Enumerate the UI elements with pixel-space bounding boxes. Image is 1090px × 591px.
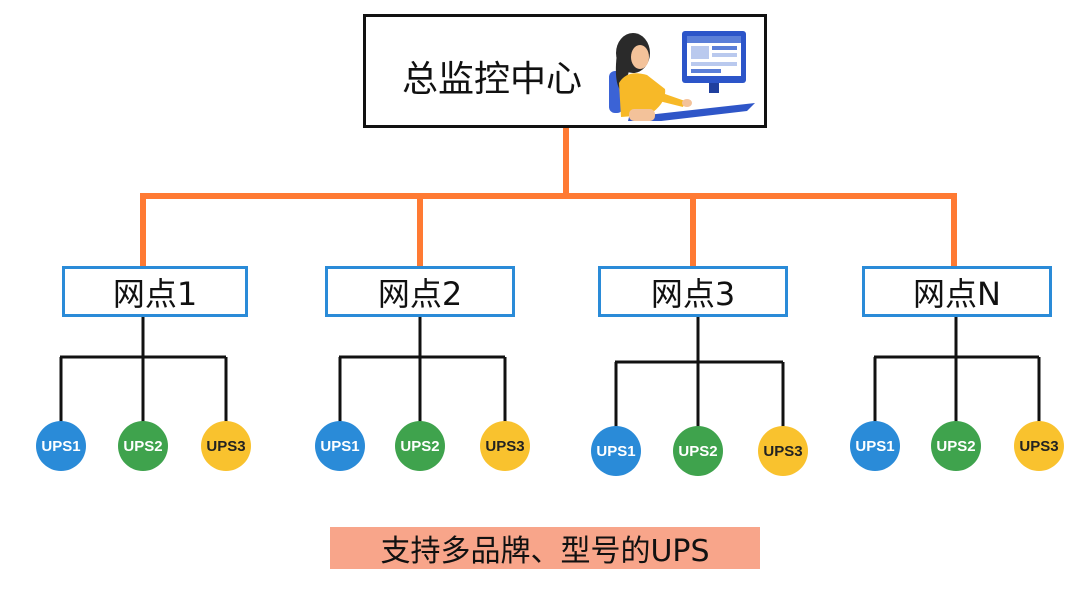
site-node-2: 网点2: [325, 266, 515, 317]
ups-node: UPS3: [201, 421, 251, 471]
trunk-lines: [140, 128, 957, 266]
ups-label: UPS3: [1019, 437, 1059, 455]
ups-node: UPS1: [315, 421, 365, 471]
ups-node: UPS1: [591, 426, 641, 476]
site-node-1: 网点1: [62, 266, 248, 317]
site-label-3: 网点3: [650, 274, 736, 313]
ups-node: UPS2: [118, 421, 168, 471]
operator-at-computer-icon: [609, 31, 755, 121]
ups-label: UPS2: [678, 442, 718, 460]
central-monitoring-title: 总监控中心: [402, 59, 583, 100]
ups-node: UPS2: [931, 421, 981, 471]
central-monitoring-node: 总监控中心: [363, 14, 767, 128]
ups-label: UPS1: [855, 437, 895, 455]
caption-banner: 支持多品牌、型号的UPS: [330, 527, 760, 569]
ups-node: UPS1: [36, 421, 86, 471]
ups-label: UPS3: [485, 437, 525, 455]
ups-label: UPS1: [41, 437, 81, 455]
ups-node: UPS3: [1014, 421, 1064, 471]
site-node-n: 网点N: [862, 266, 1052, 317]
ups-node: UPS2: [395, 421, 445, 471]
site-label-n: 网点N: [913, 274, 1001, 313]
ups-label: UPS2: [400, 437, 440, 455]
ups-label: UPS3: [206, 437, 246, 455]
ups-label: UPS2: [123, 437, 163, 455]
site-node-3: 网点3: [598, 266, 788, 317]
ups-node: UPS1: [850, 421, 900, 471]
ups-node: UPS3: [480, 421, 530, 471]
ups-label: UPS1: [320, 437, 360, 455]
site-label-2: 网点2: [377, 274, 463, 313]
ups-label: UPS2: [936, 437, 976, 455]
caption-text: 支持多品牌、型号的UPS: [380, 534, 710, 569]
ups-node: UPS3: [758, 426, 808, 476]
branch-lines: [59, 317, 1041, 427]
ups-node: UPS2: [673, 426, 723, 476]
ups-label: UPS3: [763, 442, 803, 460]
site-label-1: 网点1: [112, 274, 198, 313]
ups-label: UPS1: [596, 442, 636, 460]
